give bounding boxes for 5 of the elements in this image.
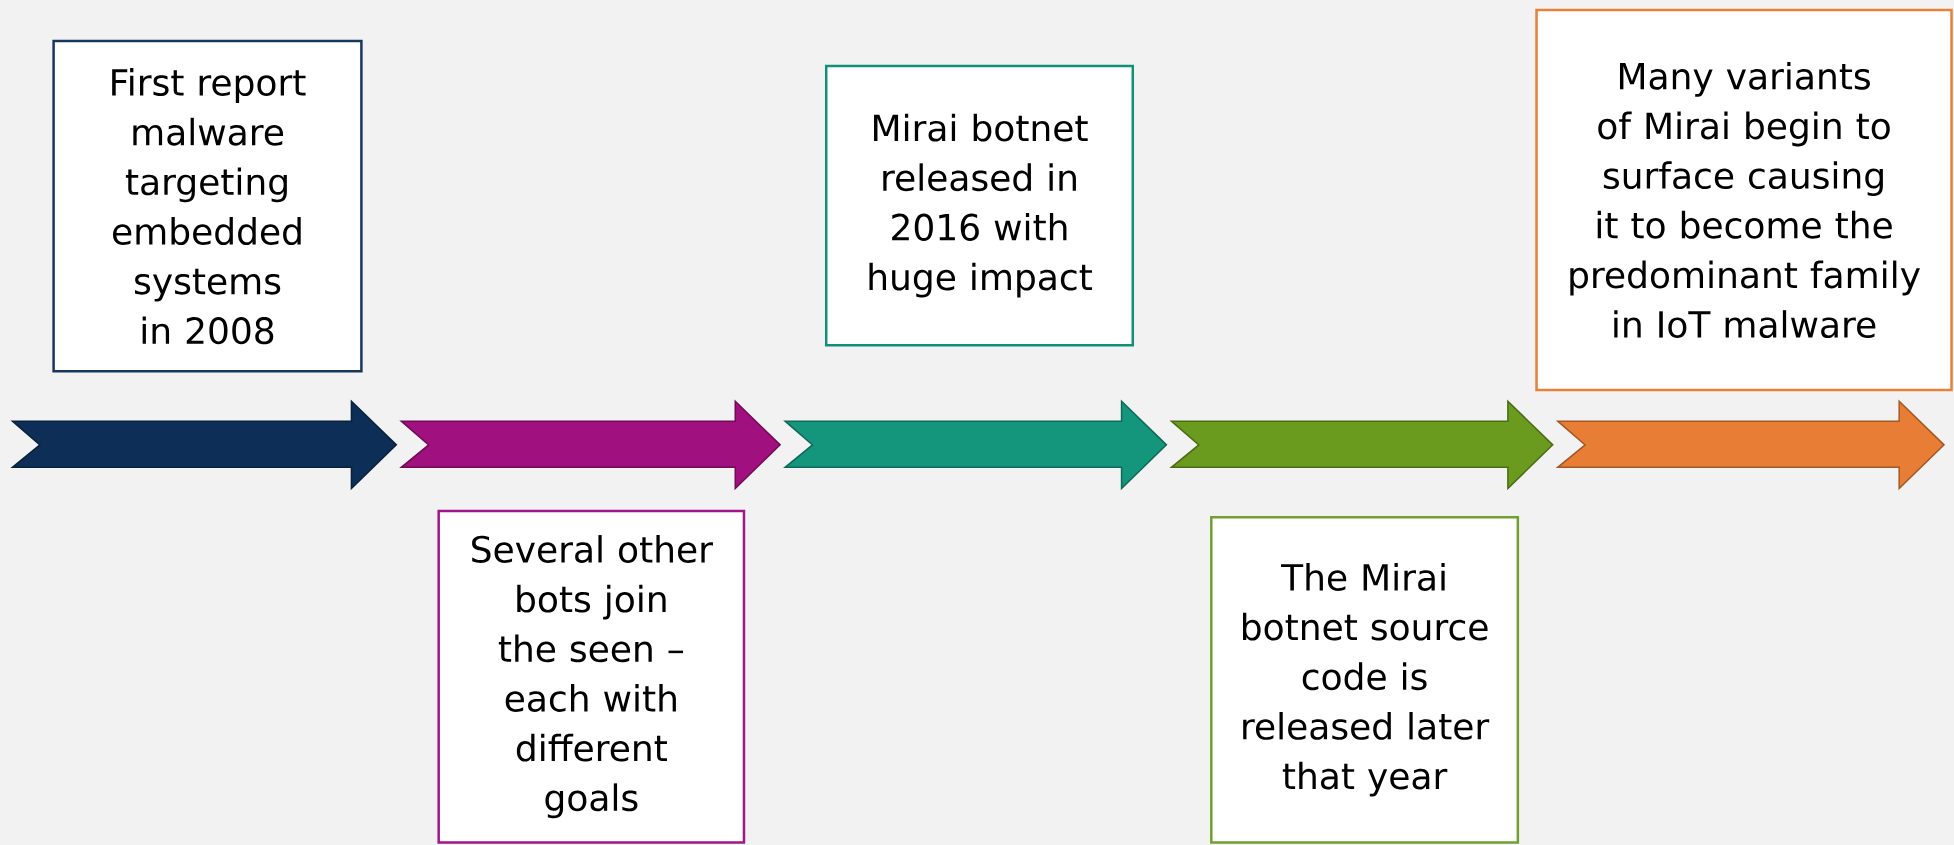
event-box: Many variants of Mirai begin to surface causing it to become the predominant family in IoT malware — [1535, 8, 1953, 392]
event-box: The Mirai botnet source code is released later that year — [1210, 515, 1520, 844]
event-box: First report malware targeting embedded systems in 2008 — [52, 39, 363, 373]
event-box: Several other bots join the seen – each with different goals — [437, 509, 746, 844]
event-box: Mirai botnet released in 2016 with huge impact — [825, 64, 1135, 347]
